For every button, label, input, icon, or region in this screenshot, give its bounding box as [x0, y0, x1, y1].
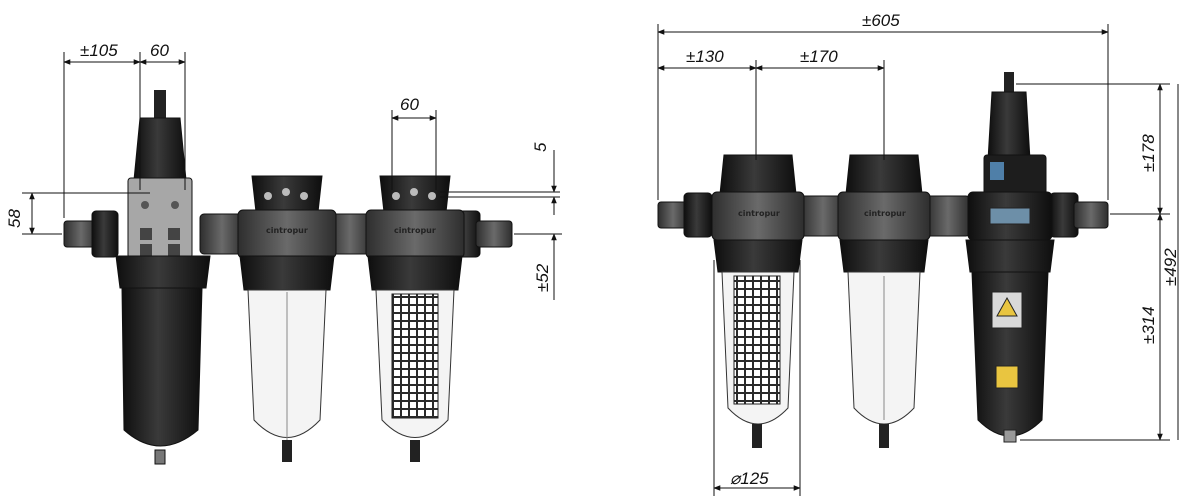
dim-left-small-gap: 5	[531, 142, 550, 152]
dim-right-spacing-second: ±170	[800, 47, 838, 66]
right-inlet-nut	[683, 192, 713, 238]
left-unit-clear: cintropur	[237, 175, 337, 462]
dim-left-width-body: 60	[150, 41, 169, 60]
dim-right-diameter: ⌀125	[730, 469, 769, 488]
left-unit2-brand: cintropur	[266, 226, 308, 235]
dim-right-height-bottom: ±314	[1139, 306, 1158, 344]
right-unit1-brand: cintropur	[738, 209, 780, 218]
dim-left-height-upper: 58	[5, 209, 24, 228]
left-unit3-brand: cintropur	[394, 226, 436, 235]
right-unit-uv	[965, 72, 1055, 443]
dim-right-total-width: ±605	[862, 11, 900, 30]
right-unit2-brand: cintropur	[864, 209, 906, 218]
dim-right-height-top: ±178	[1139, 134, 1158, 172]
right-outlet-pipe	[1073, 201, 1109, 229]
right-assembly: cintropur cintropur	[657, 11, 1180, 496]
right-connector-2	[925, 195, 971, 237]
left-outlet-pipe	[475, 220, 513, 248]
dim-left-height-lower: ±52	[533, 263, 552, 292]
dim-left-head-spacing: 60	[400, 95, 419, 114]
left-dimensions: ±105 60 60 58 5 ±52	[5, 41, 562, 300]
right-unit-clear: cintropur	[837, 154, 931, 448]
right-dimensions: ±605 ±130 ±170 ±178 ±314 ±492 ⌀125	[657, 11, 1180, 496]
left-unit-regulator	[115, 90, 211, 465]
dim-right-height-total: ±492	[1161, 248, 1180, 286]
dim-left-width-offset: ±105	[80, 41, 118, 60]
dim-right-spacing-first: ±130	[686, 47, 724, 66]
left-inlet-nut	[91, 210, 119, 258]
left-assembly: cintropur cintropur ±105 60	[5, 41, 562, 465]
right-unit-cartridge: cintropur	[711, 154, 805, 448]
left-connector-1	[199, 213, 245, 255]
left-unit-cartridge: cintropur	[365, 175, 465, 462]
